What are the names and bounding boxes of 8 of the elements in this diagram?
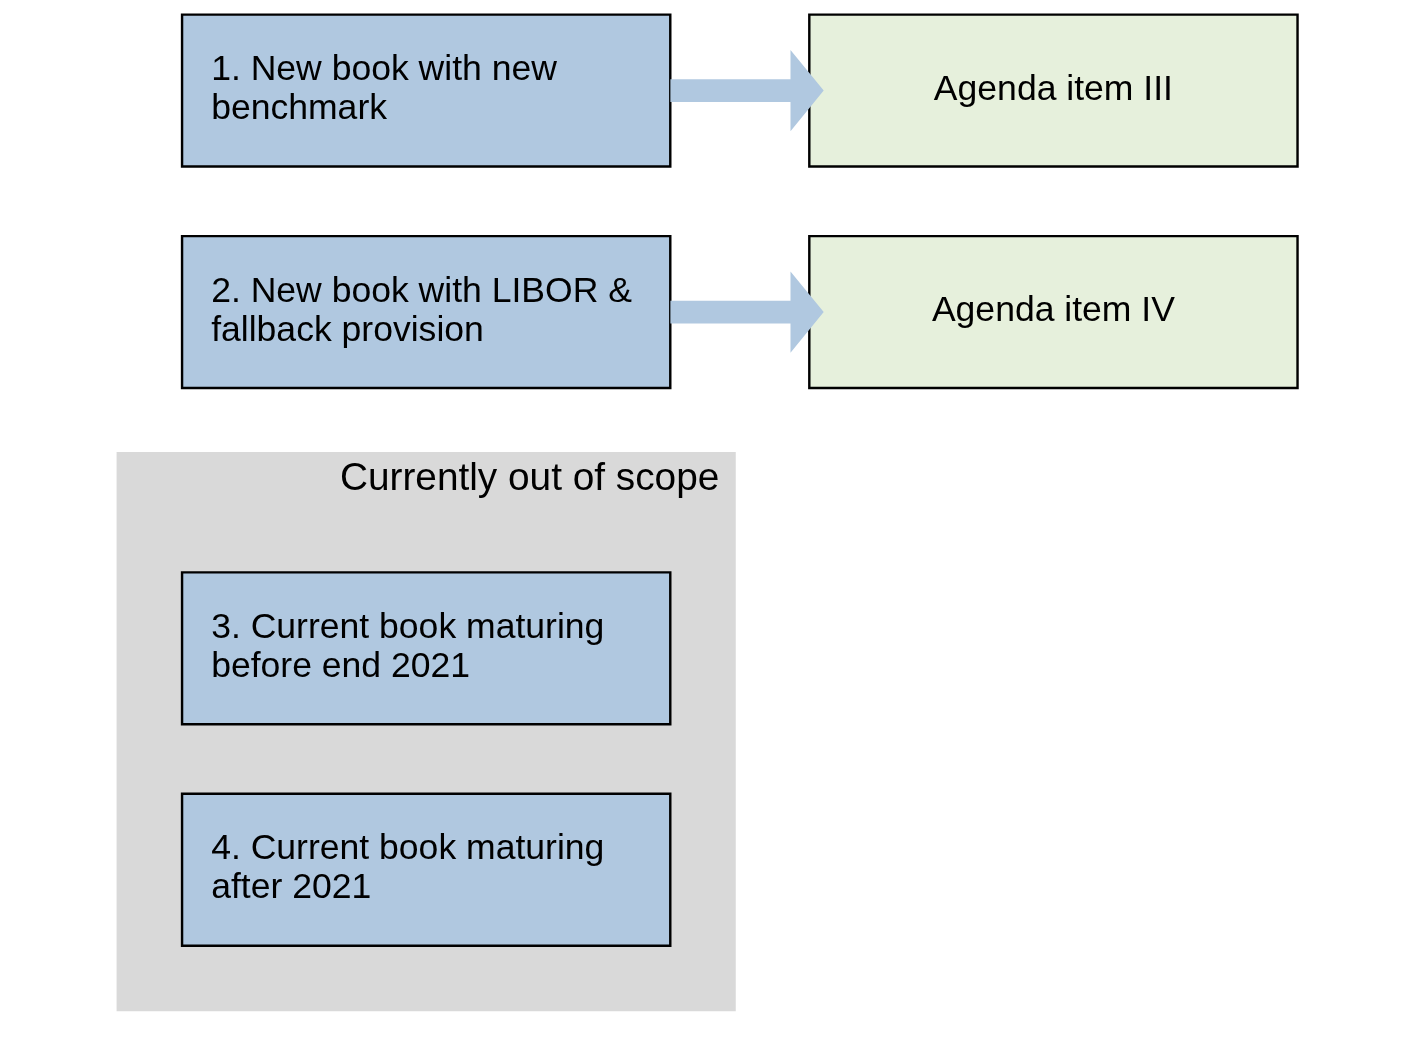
node-box: 1. New book with new benchmark [180,13,672,168]
node-box: 4. Current book maturing after 2021 [180,792,672,947]
node-box: 2. New book with LIBOR & fallback provision [180,234,672,390]
node-box: Agenda item III [808,13,1299,168]
node-box: Agenda item IV [808,234,1299,390]
node-box: 3. Current book maturing before end 2021 [180,571,672,726]
arrow [670,271,824,353]
arrow [670,49,824,132]
